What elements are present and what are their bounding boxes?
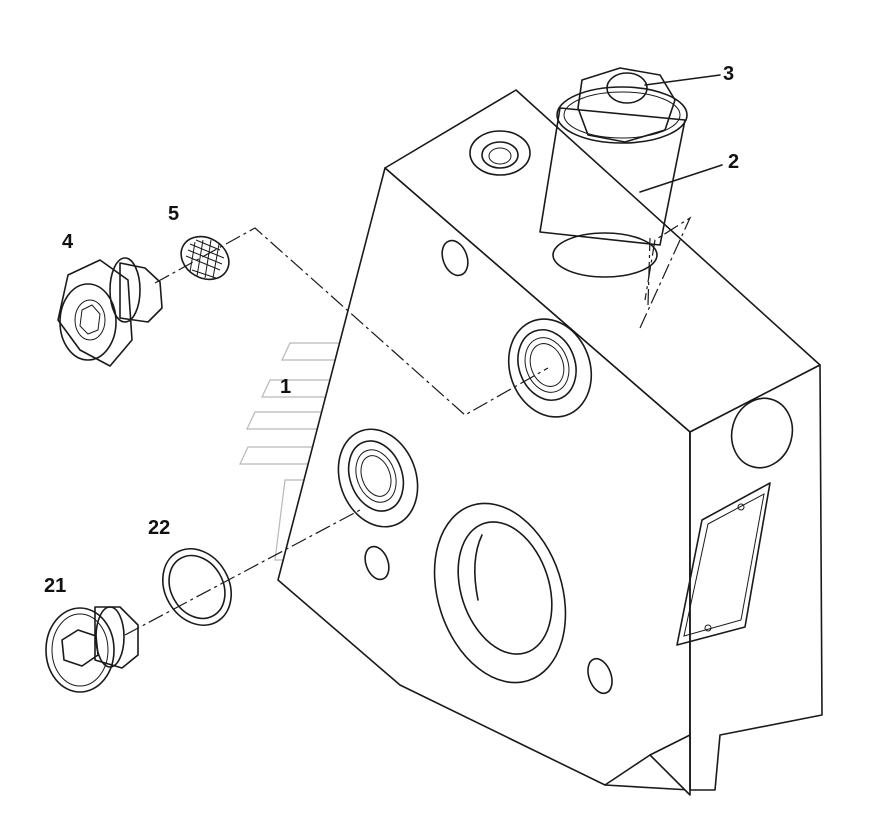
top-port bbox=[469, 130, 531, 176]
block-side-face bbox=[689, 364, 823, 791]
center-lines bbox=[124, 216, 692, 636]
top-mount-hole bbox=[441, 239, 469, 277]
plug-part-21 bbox=[45, 606, 139, 693]
callout-4: 4 bbox=[62, 231, 74, 253]
port-upper bbox=[507, 318, 593, 418]
side-port bbox=[730, 397, 794, 469]
callout-1: 1 bbox=[280, 376, 291, 398]
callout-3: 3 bbox=[723, 63, 734, 85]
name-plate bbox=[676, 482, 771, 646]
plug-part-4 bbox=[57, 257, 163, 367]
mount-hole-right bbox=[587, 657, 613, 695]
callout-5: 5 bbox=[168, 203, 179, 225]
valve-block bbox=[277, 89, 823, 796]
leader-lines bbox=[639, 74, 723, 193]
port-middle bbox=[337, 428, 419, 528]
callout-22: 22 bbox=[148, 517, 170, 539]
mount-hole-left bbox=[364, 545, 390, 581]
cartridge-valve-body bbox=[539, 67, 688, 278]
callout-21: 21 bbox=[44, 575, 66, 597]
callout-labels: 1 2 3 4 5 21 22 bbox=[44, 63, 739, 597]
port-large bbox=[433, 502, 567, 684]
o-ring-part-22 bbox=[162, 548, 232, 626]
callout-2: 2 bbox=[728, 151, 739, 173]
screen-filter-part-5 bbox=[180, 235, 230, 281]
